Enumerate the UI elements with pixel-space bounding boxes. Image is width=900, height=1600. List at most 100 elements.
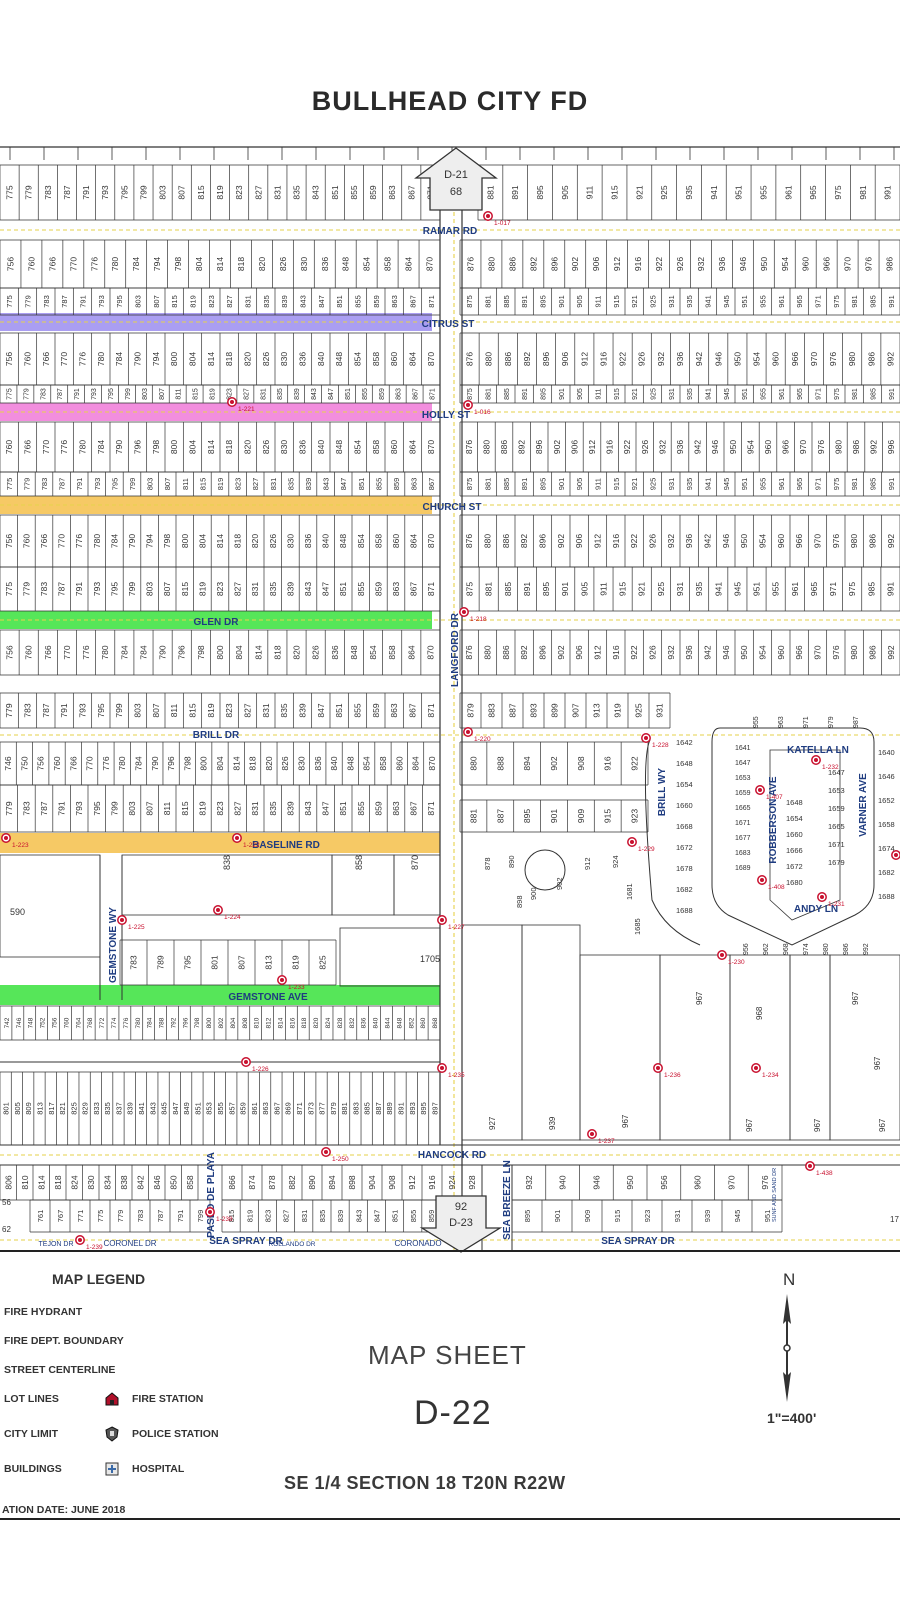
lot-number: 880: [484, 352, 494, 366]
street-label-glen: GLEN DR: [194, 617, 240, 628]
parcel-number: 939: [548, 1116, 557, 1130]
lot-number: 779: [116, 1210, 125, 1223]
hydrant-id: 1-229: [638, 846, 655, 853]
lot-number: 976: [864, 257, 874, 271]
lot-number: 894: [327, 1175, 337, 1189]
lot-number: 756: [52, 1017, 59, 1028]
hydrant-id: 1-017: [494, 220, 511, 227]
lot-number: 961: [790, 582, 800, 596]
lot-number: 830: [279, 440, 289, 454]
lot-number: 966: [790, 352, 800, 366]
lot-number: 823: [207, 295, 216, 308]
hydrant-id: 1-237: [598, 1138, 615, 1145]
lot-number: 951: [740, 295, 749, 308]
lot-number: 971: [803, 716, 810, 728]
lot-number: 843: [311, 388, 318, 400]
lot-number: 942: [694, 352, 704, 366]
lot-number: 951: [734, 185, 744, 199]
lot-number: 835: [268, 582, 278, 596]
lot-number: 883: [351, 1102, 360, 1115]
lot-number: 931: [667, 295, 676, 308]
hydrant-id: 1-221: [238, 406, 255, 413]
lot-number: 881: [485, 185, 495, 199]
lot-number: 831: [272, 185, 282, 199]
lot-number: 863: [390, 295, 399, 308]
lot-number: 885: [504, 388, 511, 400]
lot-number: 806: [3, 1175, 13, 1189]
lot-number: 1647: [735, 760, 751, 767]
lot-number: 870: [426, 534, 436, 548]
lot-number: 925: [649, 478, 658, 491]
sheet-tab-south-num: 92: [455, 1201, 467, 1213]
lot-number: 981: [850, 478, 859, 491]
lot-number: 780: [100, 645, 110, 659]
hydrant-id: 1-220: [474, 736, 491, 743]
lot-number: 900: [529, 887, 538, 900]
lot-number: 784: [131, 257, 141, 271]
lot-number: 779: [24, 295, 33, 308]
hydrant-id: 1-239: [86, 1244, 103, 1251]
lot-number: 783: [42, 295, 51, 308]
lot-number: 827: [233, 801, 243, 815]
fire-hydrant-icon-core: [230, 400, 234, 404]
hydrant-id: 1-223: [12, 842, 29, 849]
lot-number: 911: [594, 478, 603, 490]
parcel-number: 968: [755, 1006, 764, 1020]
lot-number: 941: [713, 582, 723, 596]
lot-number: 848: [334, 352, 344, 366]
legend-panel: MAP LEGEND FIRE HYDRANT FIRE DEPT. BOUND…: [0, 1258, 900, 1520]
lot-number: 827: [251, 478, 260, 491]
lot-number: 1660: [786, 830, 803, 839]
lot-number: 875: [465, 295, 474, 308]
lot-number: 912: [612, 257, 622, 271]
lot-number: 867: [272, 1102, 281, 1115]
lot-number: 776: [123, 1017, 130, 1028]
lot-number: 867: [408, 703, 418, 717]
lot-number: 940: [558, 1175, 568, 1189]
lot-number: 950: [625, 1175, 635, 1189]
lot-number: 905: [575, 295, 584, 308]
lot-number: 970: [813, 645, 823, 659]
section-label: SE 1/4 SECTION 18 T20N R22W: [284, 1473, 566, 1493]
lot-number: 926: [648, 645, 658, 659]
lot-number: 913: [592, 703, 602, 717]
lot-number: 831: [250, 801, 260, 815]
lot-number: 770: [85, 756, 95, 770]
lot-number: 790: [158, 645, 168, 659]
lot-number: 898: [347, 1175, 357, 1189]
lot-number: 1647: [828, 768, 845, 777]
street-label-brill-wy: BRILL WY: [657, 768, 668, 816]
lot-number: 819: [197, 582, 207, 596]
lot-number: 925: [649, 295, 658, 308]
lot-number: 811: [176, 388, 183, 399]
lot-number: 887: [508, 703, 518, 717]
lot-number: 916: [603, 756, 613, 770]
legend-bottom-border: [0, 1518, 900, 1520]
lot-number: 807: [151, 703, 161, 717]
lot-number: 954: [758, 534, 768, 548]
lot-number: 864: [411, 756, 421, 770]
lot-number: 836: [298, 440, 308, 454]
fire-hydrant-icon-core: [244, 1060, 248, 1064]
lot-number: 951: [740, 478, 749, 491]
hydrant-id: 1-236: [664, 1072, 681, 1079]
lot-number: 848: [338, 534, 348, 548]
lot-number: 801: [2, 1102, 11, 1115]
lot-number: 881: [484, 582, 494, 596]
lot-number: 818: [272, 645, 282, 659]
lot-number: 966: [794, 645, 804, 659]
lot-number: 924: [611, 855, 620, 868]
lot-number: 795: [109, 582, 119, 596]
lot-number: 886: [501, 645, 511, 659]
lot-number: 870: [425, 645, 435, 659]
lot-number: 912: [407, 1175, 417, 1189]
lot-number: 919: [613, 703, 623, 717]
lot-number: 819: [215, 185, 225, 199]
lot-number: 955: [759, 295, 768, 308]
lot-number: 881: [484, 478, 493, 491]
lot-number: 931: [673, 1210, 682, 1223]
lot-number: 784: [96, 440, 106, 454]
lot-number: 986: [885, 257, 895, 271]
lot-number: 776: [81, 645, 91, 659]
